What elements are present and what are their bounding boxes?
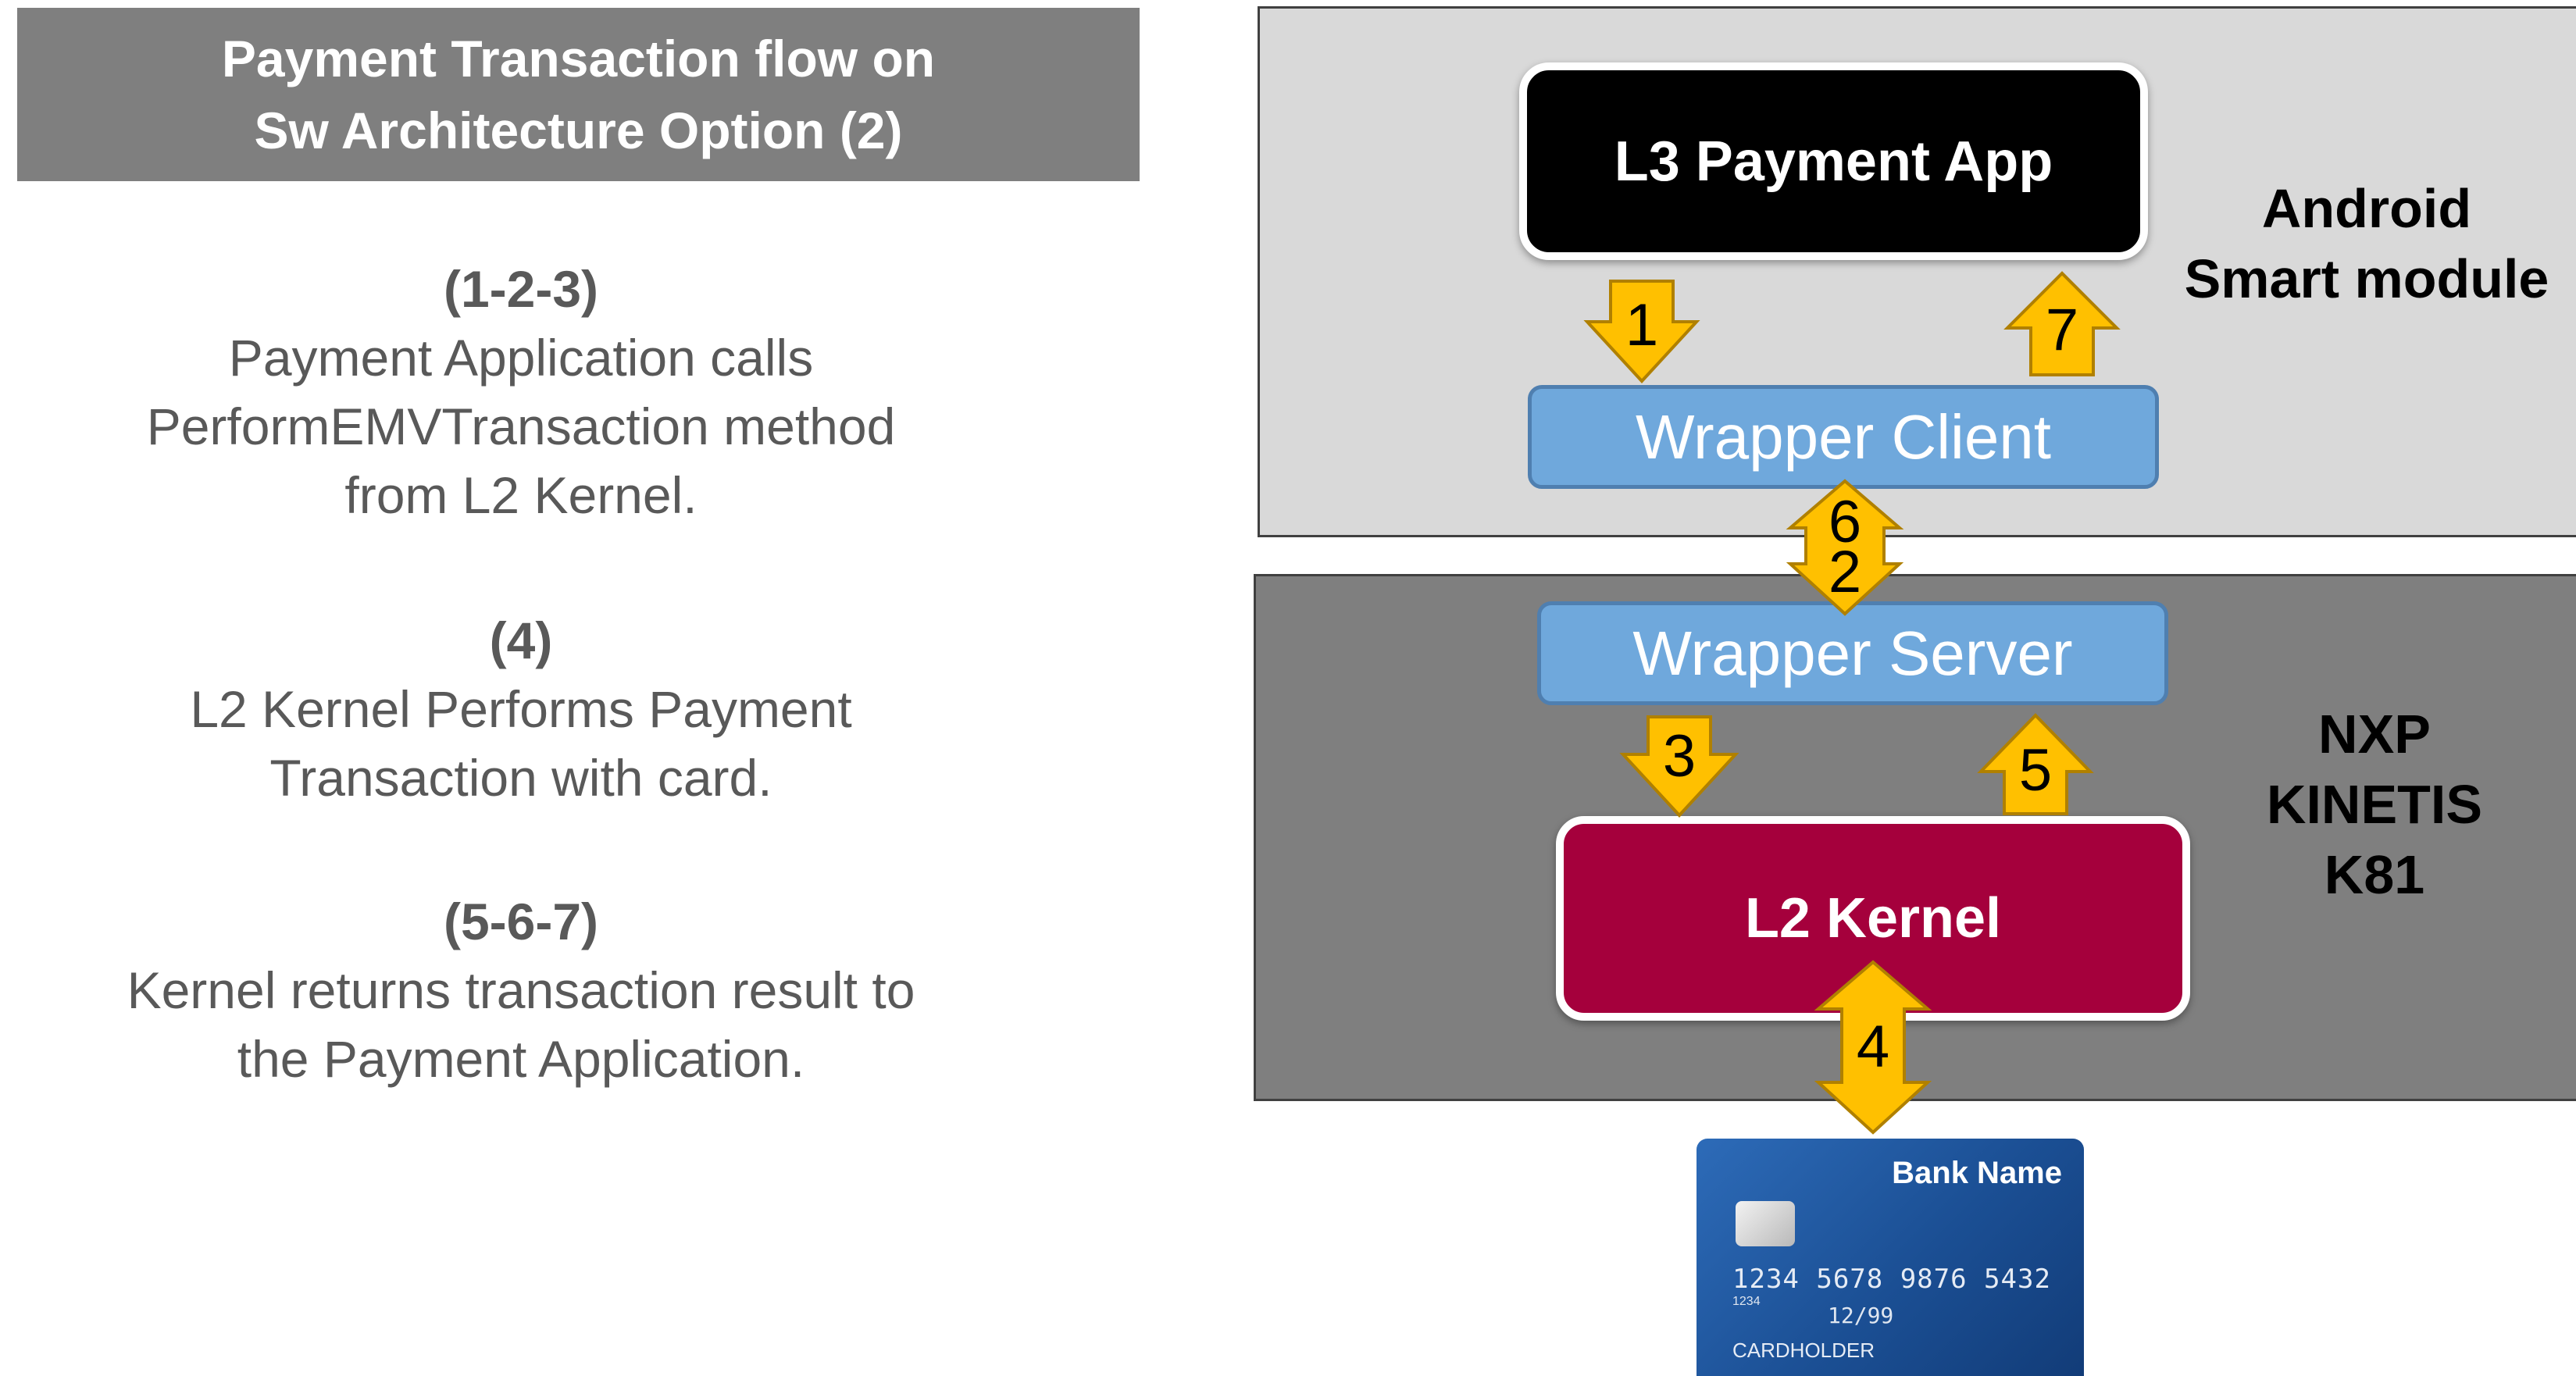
nxp-label-line: NXP [2318, 704, 2431, 765]
step-header: (1-2-3) [443, 260, 599, 318]
step-text: L2 Kernel Performs Payment [190, 680, 852, 738]
step-header: (4) [489, 611, 553, 669]
step-header: (5-6-7) [443, 893, 599, 950]
card-holder: CARDHOLDER [1732, 1339, 1875, 1362]
card-number: 1234 5678 9876 5432 [1732, 1264, 2051, 1295]
card-expiry: 12/99 [1828, 1303, 1894, 1328]
nxp-region-label: NXP KINETIS K81 [2203, 699, 2546, 910]
card-bank-name: Bank Name [1892, 1156, 2062, 1190]
android-label-line: Smart module [2184, 248, 2549, 309]
wrapper-client-box: Wrapper Client [1528, 385, 2159, 489]
step-block-1-2-3: (1-2-3) Payment Application calls Perfor… [17, 255, 1025, 529]
step-text: Transaction with card. [269, 749, 772, 807]
card-chip-icon [1736, 1201, 1795, 1246]
bank-card-image: Bank Name 1234 5678 9876 5432 1234 12/99… [1697, 1139, 2084, 1376]
step-block-5-6-7: (5-6-7) Kernel returns transaction resul… [17, 887, 1025, 1093]
title-box: Payment Transaction flow on Sw Architect… [17, 8, 1140, 181]
step-text: from L2 Kernel. [344, 466, 698, 524]
l2-kernel-box: L2 Kernel [1556, 816, 2190, 1021]
android-region-label: Android Smart module [2156, 173, 2576, 314]
step-text: the Payment Application. [237, 1030, 805, 1088]
nxp-label-line: KINETIS [2266, 774, 2483, 835]
wrapper-server-box: Wrapper Server [1537, 601, 2168, 705]
title-line-1: Payment Transaction flow on [221, 30, 936, 87]
card-small-number: 1234 [1732, 1295, 1761, 1308]
step-text: Kernel returns transaction result to [127, 961, 915, 1019]
title-line-2: Sw Architecture Option (2) [254, 102, 903, 159]
step-block-4: (4) L2 Kernel Performs Payment Transacti… [17, 606, 1025, 812]
l3-payment-app-box: L3 Payment App [1519, 62, 2148, 260]
android-label-line: Android [2261, 178, 2472, 239]
nxp-label-line: K81 [2324, 844, 2425, 905]
step-text: Payment Application calls [228, 329, 814, 387]
step-text: PerformEMVTransaction method [146, 397, 896, 455]
